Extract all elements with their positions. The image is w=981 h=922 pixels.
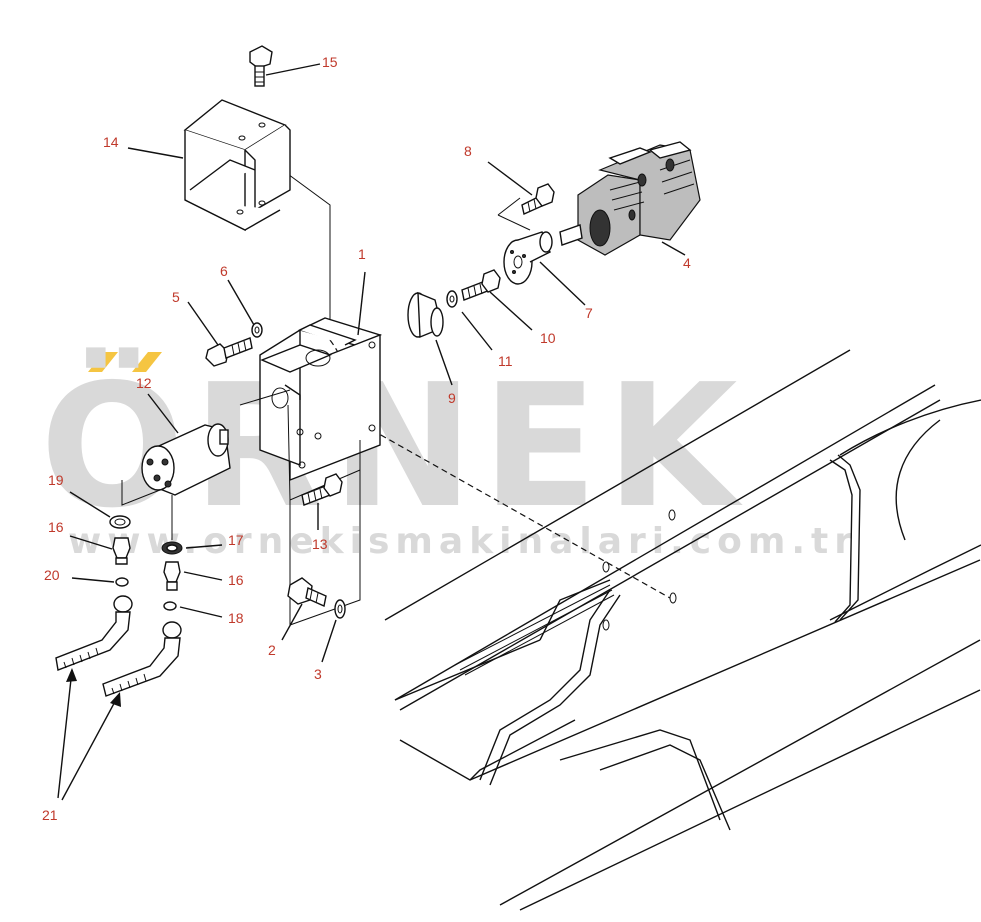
part-19-oring [109, 515, 131, 529]
callout-19: 19 [48, 472, 64, 488]
part-16-fitting-right [163, 561, 181, 591]
part-17-oring [161, 541, 183, 555]
watermark-accent-left [88, 352, 118, 372]
part-4-pump [559, 141, 701, 256]
callout-6: 6 [220, 263, 228, 279]
part-1-mount-plate [259, 317, 383, 626]
callout-1: 1 [358, 246, 366, 262]
arrowhead-21-right [110, 692, 121, 707]
callout-7: 7 [585, 305, 593, 321]
callout-18: 18 [228, 610, 244, 626]
part-10-bolt [461, 269, 501, 301]
part-3-washer [334, 599, 346, 619]
callout-4: 4 [683, 255, 691, 271]
part-14-bracket [183, 99, 291, 232]
part-15-bolt [249, 45, 273, 87]
part-21-hose-left [55, 595, 133, 671]
watermark-accent-right [132, 352, 162, 372]
callout-21: 21 [42, 807, 58, 823]
part-7-coupling [503, 231, 553, 285]
leader-lines [57, 63, 686, 801]
callout-12: 12 [136, 375, 152, 391]
callout-15: 15 [322, 54, 338, 70]
part-13-bolt [301, 473, 343, 506]
part-5-bolt [205, 337, 253, 367]
part-9-flange [407, 291, 444, 339]
part-6-washer [251, 322, 263, 338]
part-18-oring [163, 601, 177, 611]
part-11-washer [446, 290, 458, 308]
callout-5: 5 [172, 289, 180, 305]
part-12-valve-body [121, 375, 291, 540]
arrowhead-21-left [66, 668, 77, 682]
callout-3: 3 [314, 666, 322, 682]
callout-14: 14 [103, 134, 119, 150]
part-8-bolt [521, 183, 555, 215]
callout-16-right: 16 [228, 572, 244, 588]
callout-20: 20 [44, 567, 60, 583]
callout-10: 10 [540, 330, 556, 346]
callout-labels: 15 14 8 1 4 6 5 7 10 11 12 9 19 16 13 17… [42, 54, 691, 823]
callout-17: 17 [228, 532, 244, 548]
watermark-url: www.ornekismakinalari.com.tr [68, 521, 858, 562]
part-16-fitting-left [112, 537, 131, 565]
callout-8: 8 [464, 143, 472, 159]
part-21-hose-right [102, 621, 182, 697]
machine-frame [384, 349, 981, 911]
callout-9: 9 [448, 390, 456, 406]
callout-13: 13 [312, 536, 328, 552]
part-20-oring [115, 577, 129, 587]
part-2-bolt [287, 577, 327, 607]
callout-11: 11 [498, 353, 513, 369]
callout-2: 2 [268, 642, 276, 658]
callout-16-left: 16 [48, 519, 64, 535]
